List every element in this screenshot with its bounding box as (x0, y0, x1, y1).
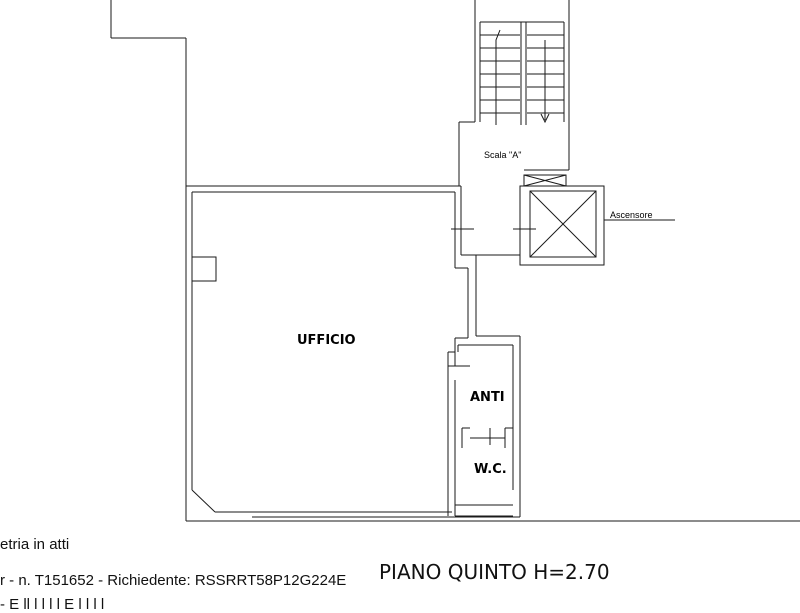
elevator-door (523, 174, 567, 187)
stair-label: Scala "A" (484, 150, 522, 160)
window (191, 256, 217, 282)
footer-line-1: etria in atti (0, 536, 70, 553)
room-label-wc: W.C. (474, 462, 507, 477)
footer-line-2: r - n. T151652 - Richiedente: RSSRRT58P1… (0, 572, 347, 589)
room-label-office: UFFICIO (297, 333, 356, 348)
stair-treads (480, 34, 564, 114)
floor-title: PIANO QUINTO H=2.70 (379, 560, 610, 584)
elevator-label: Ascensore (610, 210, 653, 220)
footer-line-3: - E ll l l l l E l l l l (0, 596, 105, 613)
room-label-anteroom: ANTI (470, 390, 505, 405)
stair-arrow (495, 29, 501, 125)
